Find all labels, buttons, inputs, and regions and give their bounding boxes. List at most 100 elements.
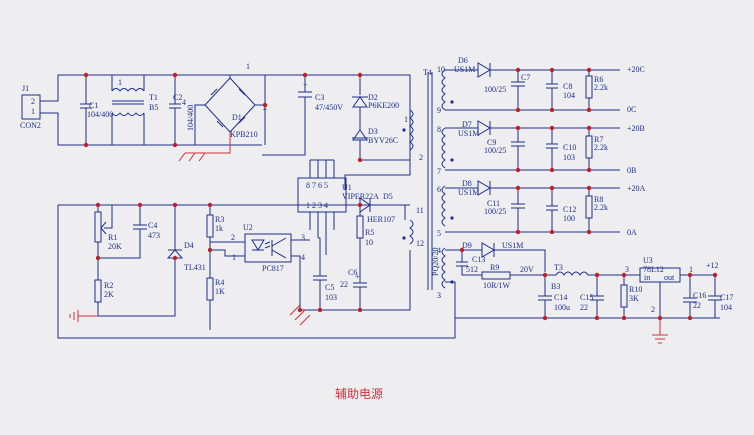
svg-text:2K: 2K [104,290,114,299]
svg-text:22: 22 [340,280,348,289]
svg-text:100/25: 100/25 [484,207,506,216]
svg-text:5: 5 [437,229,441,238]
svg-text:US1M: US1M [458,188,479,197]
svg-text:2.2k: 2.2k [594,203,608,212]
svg-text:100/25: 100/25 [484,85,506,94]
svg-text:R3: R3 [215,215,224,224]
j1-value: CON2 [20,121,41,130]
svg-text:C12: C12 [563,205,576,214]
t4-ref: T4 [423,68,432,77]
svg-text:VIPER22A: VIPER22A [342,192,379,201]
d1-value: KPB210 [230,130,258,139]
svg-text:C6: C6 [348,268,357,277]
c2-value: 104/400 [186,105,195,131]
svg-text:U3: U3 [643,256,653,265]
svg-text:1: 1 [232,253,236,262]
c1-ref: C1 [89,101,98,110]
svg-text:10: 10 [365,238,373,247]
svg-text:104: 104 [720,303,732,312]
svg-text:104: 104 [563,91,575,100]
svg-text:3K: 3K [629,294,639,303]
svg-text:C7: C7 [521,73,530,82]
svg-text:C15: C15 [580,293,593,302]
d2-value: P6KE200 [368,101,399,110]
c1-value: 104/400 [87,110,113,119]
svg-text:R5: R5 [365,228,374,237]
svg-text:R4: R4 [215,278,224,287]
svg-text:0B: 0B [627,166,636,175]
svg-text:+20A: +20A [627,184,646,193]
svg-text:C4: C4 [148,221,157,230]
c2-ref: C2 [173,93,182,102]
svg-text:1: 1 [689,265,693,274]
svg-text:+12: +12 [706,261,719,270]
svg-text:473: 473 [148,231,160,240]
svg-text:R9: R9 [490,263,499,272]
svg-text:2.2k: 2.2k [594,143,608,152]
output-rail-c: D6 US1M C7 100/25 C8 104 R6 2.2k +20C 0C [445,56,645,114]
d1-pin1: 1 [246,62,250,71]
control-section: 8 7 6 5 1 2 3 4 U1 VIPER22A D5 HER107 R5… [57,159,456,339]
svg-text:TL431: TL431 [184,263,206,272]
svg-text:10R/1W: 10R/1W [483,281,511,290]
j1-pin2: 2 [31,97,35,106]
svg-text:in: in [644,273,650,282]
svg-text:C14: C14 [554,293,567,302]
svg-text:PC817: PC817 [262,264,284,273]
svg-text:U1: U1 [342,183,352,192]
transformer-t4: T4 PQ20/20 1 2 11 12 10 9 8 7 6 5 4 3 [344,65,454,300]
svg-text:2: 2 [231,233,235,242]
svg-text:6: 6 [437,185,441,194]
svg-text:R2: R2 [104,281,113,290]
svg-text:C8: C8 [563,82,572,91]
t1-ref: T1 [149,93,158,102]
j1-pin1: 1 [31,107,35,116]
output-rail-12v: D9 US1M C13 512 R9 10R/1W 20V T3 B3 C14 … [445,241,733,344]
svg-text:HER107: HER107 [367,215,395,224]
d1-ref: D1 [232,113,242,122]
svg-text:US1M: US1M [458,129,479,138]
svg-text:B3: B3 [551,282,560,291]
svg-text:D8: D8 [462,179,472,188]
input-section: J1 2 1 CON2 C1 104/400 T1 B5 1 4 C2 104/… [20,62,411,162]
svg-text:20V: 20V [520,265,534,274]
svg-text:C10: C10 [563,143,576,152]
svg-text:US1M: US1M [502,241,523,250]
svg-text:1k: 1k [215,224,223,233]
j1-connector [21,94,41,120]
d3-value: BYV26C [368,136,398,145]
svg-text:100u: 100u [554,303,570,312]
svg-text:100: 100 [563,214,575,223]
c3-value: 47/450V [315,103,343,112]
svg-text:R8: R8 [594,195,603,204]
svg-text:D7: D7 [462,120,472,129]
svg-text:+20B: +20B [627,124,645,133]
svg-text:100/25: 100/25 [484,146,506,155]
svg-text:4: 4 [301,253,305,262]
t1-pin1: 1 [118,78,122,87]
svg-text:11: 11 [416,206,424,215]
svg-text:0A: 0A [627,228,637,237]
svg-text:R7: R7 [594,135,603,144]
svg-text:8: 8 [437,125,441,134]
svg-text:+: + [355,272,360,281]
svg-text:C13: C13 [472,255,485,264]
svg-text:D4: D4 [184,241,194,250]
svg-text:103: 103 [325,293,337,302]
svg-text:C9: C9 [487,138,496,147]
svg-text:9: 9 [437,106,441,115]
svg-text:R1: R1 [108,233,117,242]
svg-text:2: 2 [419,153,423,162]
svg-text:512: 512 [466,265,478,274]
svg-text:3: 3 [625,265,629,274]
svg-text:3: 3 [301,233,305,242]
svg-text:3: 3 [437,291,441,300]
svg-text:C11: C11 [487,199,500,208]
svg-text:22: 22 [693,301,701,310]
svg-text:1K: 1K [215,287,225,296]
svg-text:C5: C5 [325,283,334,292]
svg-text:D9: D9 [462,241,472,250]
junction-dots [83,67,718,321]
svg-text:C16: C16 [693,291,706,300]
